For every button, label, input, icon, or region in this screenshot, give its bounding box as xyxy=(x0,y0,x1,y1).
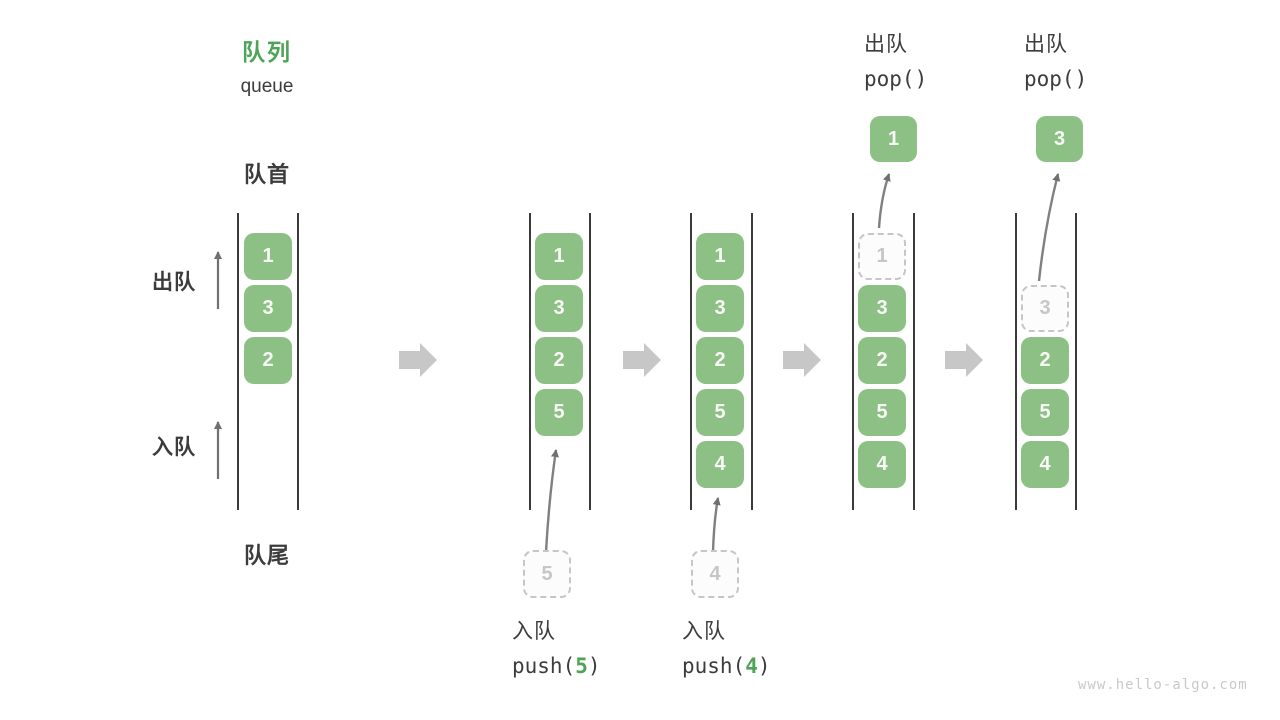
queue-wall-right xyxy=(589,213,591,510)
queue-wall-left xyxy=(690,213,692,510)
op-push5-label: 入队 xyxy=(512,620,556,643)
code-text: ) xyxy=(587,654,601,678)
popped-element: 1 xyxy=(870,116,917,162)
queue-element: 3 xyxy=(535,285,583,332)
queue-element: 1 xyxy=(535,233,583,280)
code-text: push( xyxy=(512,654,576,678)
queue-wall-left xyxy=(1015,213,1017,510)
op-pop1-code: pop() xyxy=(864,67,928,91)
queue-wall-right xyxy=(1075,213,1077,510)
queue-wall-right xyxy=(913,213,915,510)
queue-element: 5 xyxy=(535,389,583,436)
popped-element: 3 xyxy=(1036,116,1083,162)
queue-element: 3 xyxy=(858,285,906,332)
queue-element: 5 xyxy=(696,389,744,436)
op-push5-code: push(5) xyxy=(512,649,601,683)
push4-arrow-icon xyxy=(711,497,721,553)
op-pop2-code: pop() xyxy=(1024,67,1088,91)
queue-element: 1 xyxy=(696,233,744,280)
removed-slot: 1 xyxy=(858,233,906,280)
queue-element: 4 xyxy=(858,441,906,488)
queue-element: 4 xyxy=(1021,441,1069,488)
code-text: ) xyxy=(757,654,771,678)
push5-arrow-icon xyxy=(544,449,559,553)
pop1-arrow-icon xyxy=(877,173,891,229)
page-subtitle: queue xyxy=(240,76,294,97)
queue-element: 3 xyxy=(696,285,744,332)
op-push4: 入队 push(4) xyxy=(682,615,771,683)
code-text: push( xyxy=(682,654,746,678)
queue-element: 4 xyxy=(696,441,744,488)
op-pop2: 出队 pop() xyxy=(1024,28,1087,96)
pop3-arrow-icon xyxy=(1037,173,1061,282)
flow-arrow-icon xyxy=(623,343,661,377)
flow-arrow-icon xyxy=(945,343,983,377)
title-block: 队列 queue xyxy=(197,33,337,98)
label-enqueue-side: 入队 xyxy=(152,436,196,459)
queue-element: 5 xyxy=(858,389,906,436)
op-push4-label: 入队 xyxy=(682,620,726,643)
queue-element: 2 xyxy=(244,337,292,384)
op-pop2-label: 出队 xyxy=(1024,33,1068,56)
op-pop1: 出队 pop() xyxy=(864,28,927,96)
label-queue-front: 队首 xyxy=(243,162,290,187)
flow-arrow-icon xyxy=(399,343,437,377)
queue-element: 3 xyxy=(244,285,292,332)
queue-wall-right xyxy=(751,213,753,510)
queue-element: 1 xyxy=(244,233,292,280)
incoming-element: 4 xyxy=(691,550,739,598)
incoming-element: 5 xyxy=(523,550,571,598)
queue-wall-left xyxy=(529,213,531,510)
label-dequeue-side: 出队 xyxy=(152,271,196,294)
code-arg: 5 xyxy=(575,654,588,678)
queue-wall-left xyxy=(237,213,239,510)
queue-wall-left xyxy=(852,213,854,510)
code-arg: 4 xyxy=(745,654,758,678)
label-queue-rear: 队尾 xyxy=(243,543,290,568)
flow-arrow-icon xyxy=(783,343,821,377)
queue-element: 2 xyxy=(535,337,583,384)
page-title: 队列 xyxy=(242,39,292,65)
removed-slot: 3 xyxy=(1021,285,1069,332)
queue-element: 5 xyxy=(1021,389,1069,436)
op-push4-code: push(4) xyxy=(682,649,771,683)
queue-element: 2 xyxy=(696,337,744,384)
queue-element: 2 xyxy=(858,337,906,384)
queue-wall-right xyxy=(297,213,299,510)
op-push5: 入队 push(5) xyxy=(512,615,601,683)
queue-element: 2 xyxy=(1021,337,1069,384)
op-pop1-label: 出队 xyxy=(864,33,908,56)
watermark: www.hello-algo.com xyxy=(1078,677,1248,693)
